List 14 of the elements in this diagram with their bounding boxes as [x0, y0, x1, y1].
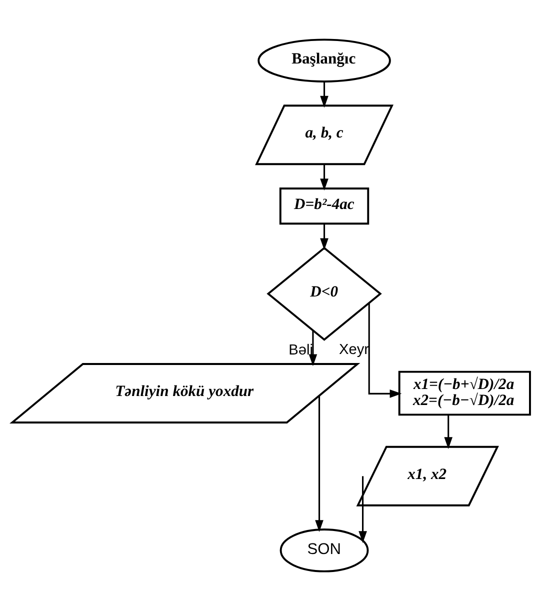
- arrow: [308, 330, 318, 366]
- edge-label: Bəli: [288, 342, 313, 358]
- edge-label: Xeyr: [338, 342, 370, 358]
- node-box: D=b²-4ac: [279, 187, 370, 224]
- node-ellipse: Başlanğıc: [258, 38, 391, 82]
- node-box: x1=(−b+√D)/2a x2=(−b−√D)/2a: [398, 370, 531, 416]
- node-diamond: D<0: [266, 246, 382, 340]
- arrow: [368, 302, 402, 398]
- arrow: [315, 395, 324, 532]
- arrow: [320, 80, 328, 108]
- arrow: [444, 414, 453, 449]
- arrow: [358, 476, 367, 543]
- arrow: [320, 223, 328, 250]
- arrow: [320, 164, 328, 190]
